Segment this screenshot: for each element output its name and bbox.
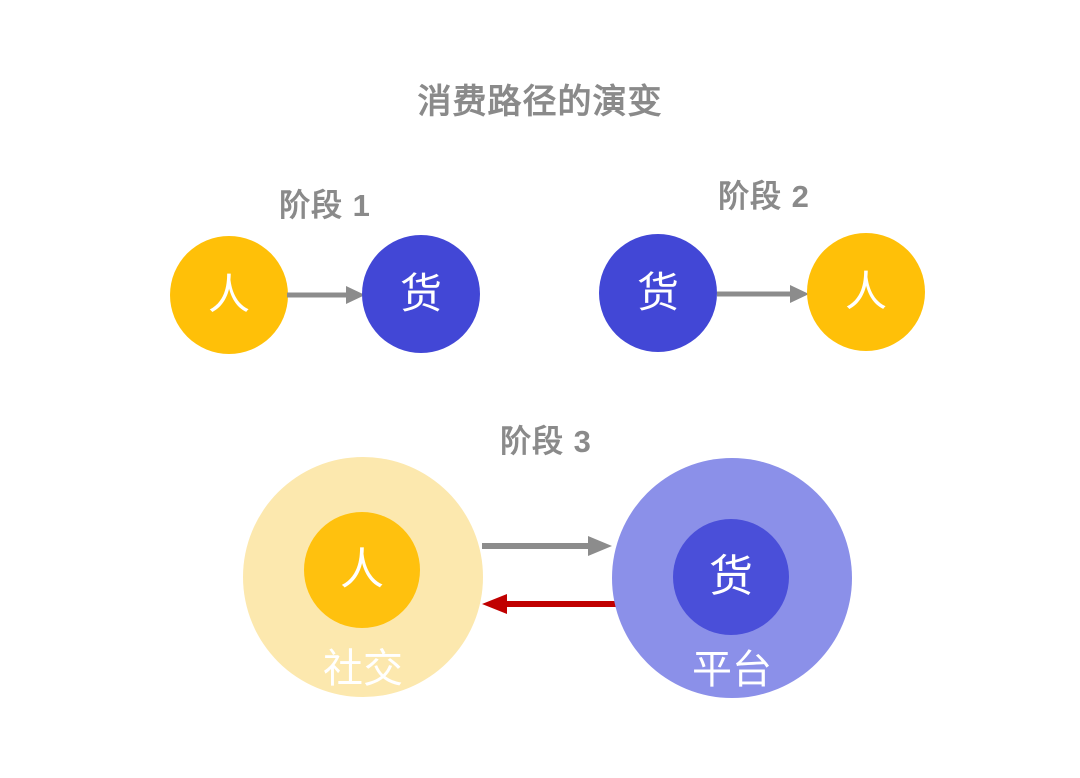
platform-label: 平台	[692, 648, 772, 692]
stage2-arrow	[716, 282, 810, 306]
stage1-label: 阶段 1	[279, 188, 371, 223]
social-label: 社交	[323, 647, 403, 691]
stage2-goods-label: 货	[636, 269, 679, 316]
diagram-title: 消费路径的演变	[417, 83, 663, 121]
stage3-person-label: 人	[340, 545, 384, 594]
stage2-label: 阶段 2	[718, 179, 810, 214]
stage2-goods-node: 货	[599, 234, 717, 352]
stage3-goods-label: 货	[709, 552, 753, 601]
stage1-arrow	[286, 283, 366, 307]
platform-circle: 货 平台	[612, 458, 852, 698]
stage1-goods-label: 货	[399, 270, 442, 317]
arrow-right-icon	[717, 285, 809, 303]
arrow-right-icon	[482, 536, 612, 556]
stage1-goods-node: 货	[362, 235, 480, 353]
arrow-right-icon	[287, 286, 365, 304]
arrow-left-icon	[482, 594, 617, 614]
stage3-person-node: 人	[304, 512, 420, 628]
stage2-person-label: 人	[844, 268, 887, 315]
stage1-person-node: 人	[170, 236, 288, 354]
stage3-goods-node: 货	[673, 519, 789, 635]
social-circle: 人 社交	[243, 457, 483, 697]
stage3-label: 阶段 3	[500, 424, 592, 459]
stage3-feedback-arrow	[481, 591, 618, 617]
stage1-person-label: 人	[207, 271, 250, 318]
stage3-forward-arrow	[481, 533, 613, 559]
stage2-person-node: 人	[807, 233, 925, 351]
